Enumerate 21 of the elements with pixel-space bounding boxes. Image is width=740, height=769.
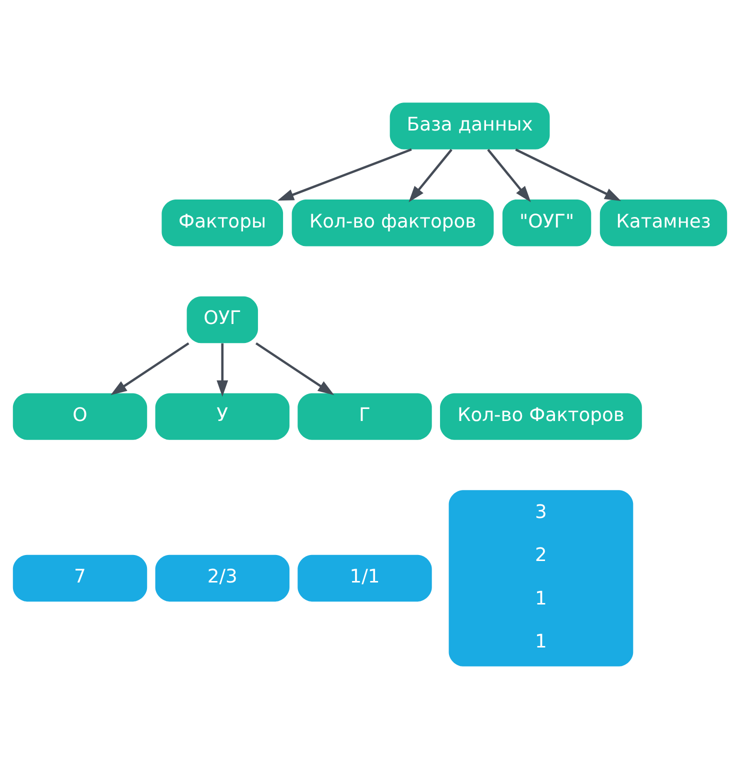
node-box: Г	[298, 393, 432, 440]
node-box: "ОУГ"	[502, 200, 592, 246]
arrow	[255, 342, 334, 396]
arrow	[110, 342, 190, 396]
node-box: Катамнез	[600, 200, 728, 246]
node-box: 1/1	[298, 554, 432, 602]
node-box: О	[12, 393, 148, 440]
node-box: База данных	[390, 102, 550, 150]
node-box: 2/3	[155, 554, 290, 602]
node-box: 7	[12, 554, 148, 602]
node-box: Кол-во Факторов	[440, 393, 642, 440]
node-box: Кол-во факторов	[292, 200, 494, 246]
node-box: ОУГ	[186, 296, 258, 344]
node-box: У	[155, 393, 290, 440]
arrow	[515, 148, 622, 202]
node-box: 3 2 1 1	[448, 490, 634, 666]
arrow	[277, 148, 412, 201]
arrow	[487, 148, 531, 202]
node-box: Факторы	[162, 200, 284, 246]
arrow	[216, 343, 228, 397]
arrow	[408, 148, 452, 202]
